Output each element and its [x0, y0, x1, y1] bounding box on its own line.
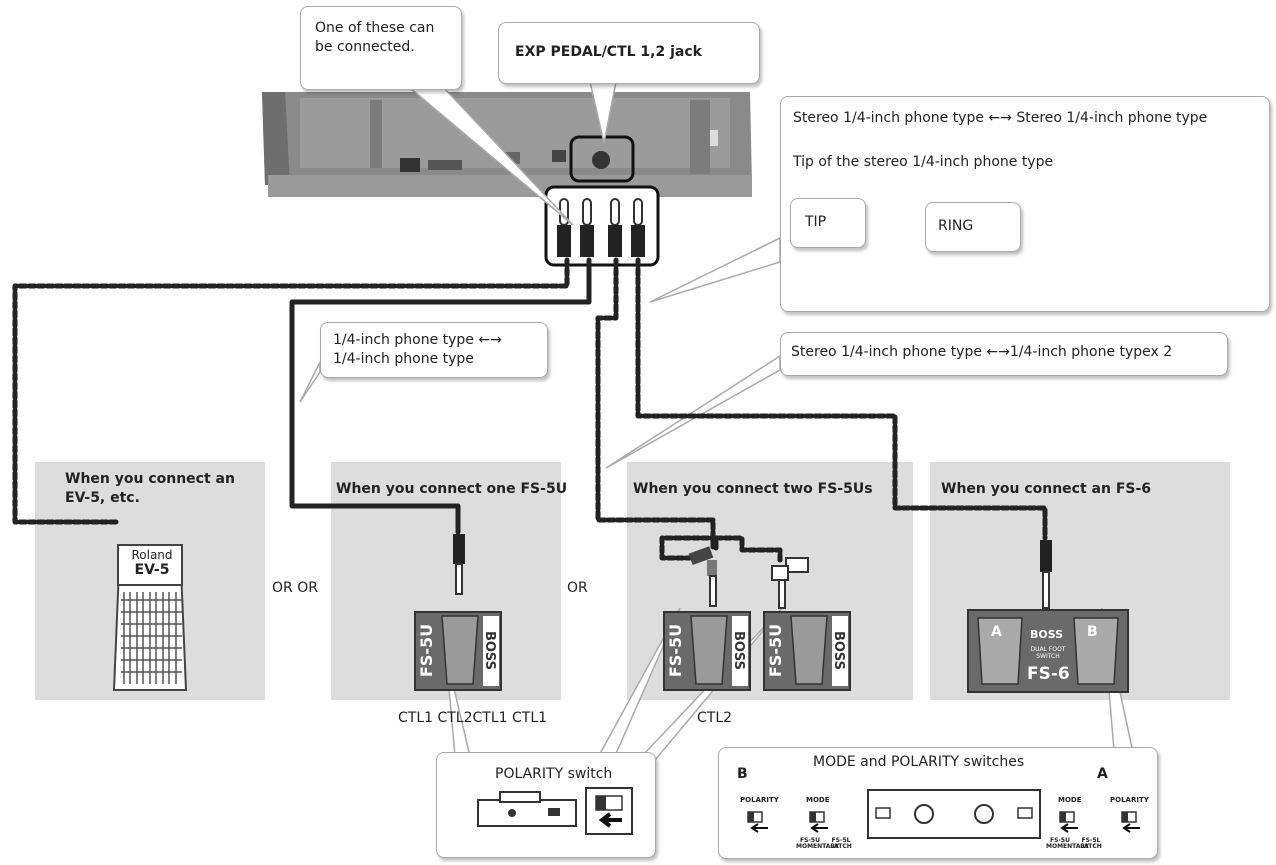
panel-two-fs5u-title: When you connect two FS-5Us [633, 481, 873, 497]
pointer-mono-mono [299, 361, 321, 403]
callout-tip: TIP [790, 198, 866, 248]
or-or-label: OR OR [272, 580, 318, 596]
fs5u-right-brand: BOSS [831, 630, 847, 671]
fs5u-right-model: FS-5U [766, 623, 786, 678]
switch-a-label: A [1097, 766, 1108, 782]
switch-a-fs5u-momentary: FS-5U MOMENTARY [1046, 837, 1090, 850]
panel-ev5-title: When you connect an EV-5, etc. [65, 471, 235, 506]
switch-b-fs5l-latch: FS-5L LATCH [830, 837, 852, 850]
panel-fs6-title: When you connect an FS-6 [941, 481, 1152, 497]
switch-b-mode: MODE [806, 796, 830, 804]
fs5u-left-model: FS-5U [666, 623, 686, 678]
ev5-model: EV-5 [134, 562, 170, 578]
cable-ev5 [12, 257, 570, 525]
callout-one-of-these-text: One of these can be connected. [315, 20, 435, 55]
fs6-brand: BOSS [1030, 628, 1064, 641]
fs5u-single-brand: BOSS [482, 630, 498, 671]
fs6-footswitch [967, 540, 1129, 693]
ev5-brand: Roland [123, 549, 181, 561]
mono-mono-line2: 1/4-inch phone type [333, 351, 474, 367]
switch-b-polarity: POLARITY [740, 796, 779, 804]
cable-two-fs5u-branch [659, 535, 783, 563]
callout-stereo-mono-x2: Stereo 1/4-inch phone type ←→1/4-inch ph… [780, 332, 1228, 376]
polarity-switch-label: POLARITY switch [495, 766, 613, 782]
cable-one-fs5u [289, 257, 592, 535]
callout-exp-pedal-jack-text: EXP PEDAL/CTL 1,2 jack [515, 44, 702, 60]
panel-one-fs5u-title: When you connect one FS-5U [336, 481, 568, 497]
switch-b-fs5u-momentary: FS-5U MOMENTARY [796, 837, 840, 850]
switch-a-polarity: POLARITY [1110, 796, 1149, 804]
ctl-row-label: CTL1 CTL2CTL1 CTL1 [398, 710, 548, 726]
mono-mono-line1: 1/4-inch phone type ←→ [333, 332, 502, 348]
pointer-stereo-mono-x2 [605, 354, 781, 469]
fs6-dual-footswitch: DUAL FOOT SWITCH [1030, 646, 1066, 660]
mode-polarity-label: MODE and POLARITY switches [813, 754, 1025, 770]
fs5u-single [414, 534, 502, 691]
or-label: OR [567, 580, 588, 596]
main-unit [262, 92, 752, 197]
fs6-model: FS-6 [1027, 664, 1070, 684]
callout-mono-mono: 1/4-inch phone type ←→ 1/4-inch phone ty… [320, 322, 548, 378]
tip-of-stereo-label: Tip of the stereo 1/4-inch phone type [793, 154, 1054, 170]
switch-a-fs5l-latch: FS-5L LATCH [1080, 837, 1102, 850]
stereo-mono-x2-text: Stereo 1/4-inch phone type ←→1/4-inch ph… [791, 344, 1173, 360]
fs5u-pair [663, 546, 851, 691]
callout-ring: RING [925, 202, 1021, 252]
plug-cluster [544, 185, 660, 267]
callout-exp-pedal-jack: EXP PEDAL/CTL 1,2 jack [498, 22, 760, 84]
ring-label: RING [938, 218, 974, 234]
exp-jack-socket [592, 151, 610, 169]
ctl2-label: CTL2 [697, 710, 733, 726]
fs5u-left-brand: BOSS [731, 630, 747, 671]
fs6-b-label: B [1087, 624, 1098, 640]
callout-polarity-switch: POLARITY switch [436, 752, 656, 858]
cable-two-fs5u [595, 257, 716, 551]
fs5u-single-model: FS-5U [417, 623, 437, 678]
fs6-a-label: A [991, 624, 1002, 640]
cable-fs6 [635, 257, 1048, 541]
callout-one-of-these: One of these can be connected. [300, 6, 462, 90]
tip-label: TIP [805, 214, 827, 230]
stereo-to-stereo-label: Stereo 1/4-inch phone type ←→ Stereo 1/4… [793, 110, 1208, 126]
switch-b-label: B [737, 766, 748, 782]
switch-a-mode: MODE [1058, 796, 1082, 804]
pointer-stereo-stereo [649, 236, 781, 303]
